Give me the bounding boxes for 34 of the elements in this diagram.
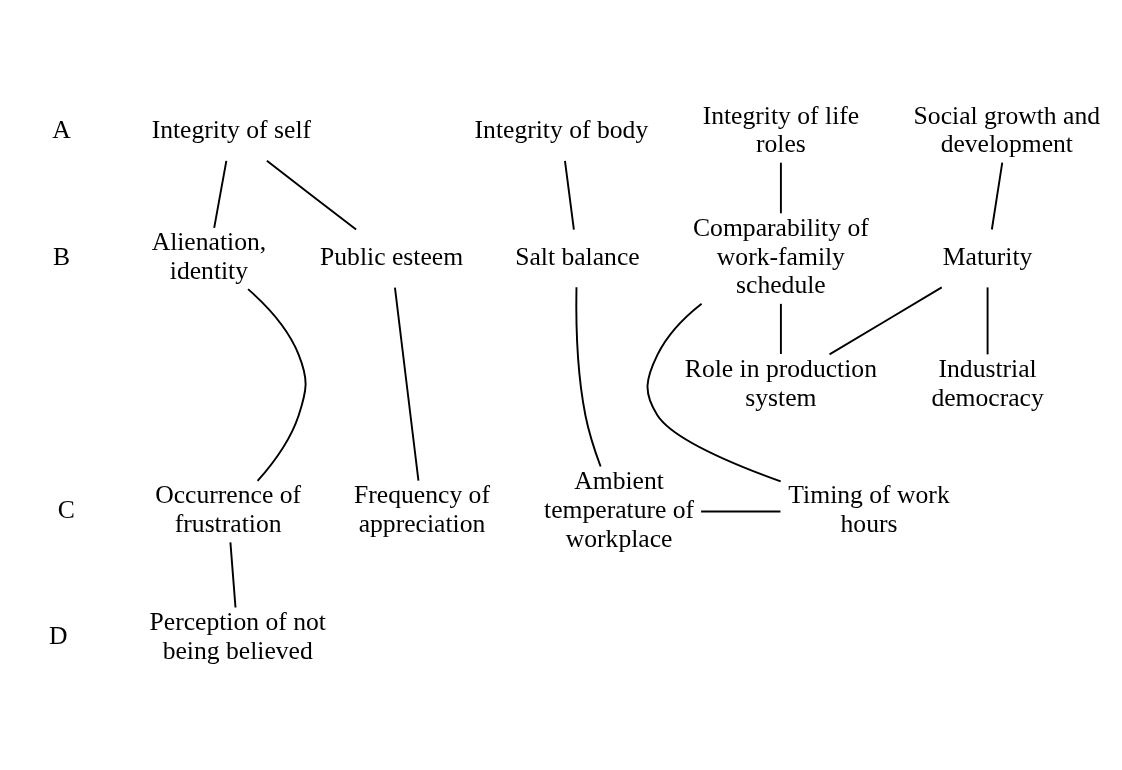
node-text: Social growth and development [913, 100, 1101, 159]
node-text: Salt balance [515, 241, 640, 271]
connector [247, 288, 307, 482]
node-text: Public esteem [320, 241, 464, 271]
node-text: Timing of work hours [788, 480, 950, 539]
connector [229, 541, 237, 609]
node-text: Ambient temperature of workplace [544, 465, 695, 553]
connector [990, 161, 1004, 231]
label: C [57, 494, 75, 524]
node-text: Integrity of self [151, 114, 312, 144]
connector [646, 302, 782, 483]
connector [700, 510, 782, 513]
node-text: Maturity [942, 241, 1033, 271]
node-text: Frequency of appreciation [354, 480, 490, 539]
connector [394, 286, 420, 482]
connector [986, 286, 989, 356]
node-text: Perception of not being believed [149, 606, 326, 665]
connector [213, 159, 228, 229]
connector [779, 161, 782, 215]
node-text: Occurrence of frustration [155, 480, 302, 539]
node-text: Industrial democracy [931, 353, 1044, 412]
node-text: Integrity of body [474, 114, 649, 144]
node-text: Integrity of life roles [702, 100, 860, 159]
connector [575, 286, 602, 468]
node-text: Comparability of work-family schedule [693, 212, 869, 300]
label: D [49, 621, 68, 651]
node-text: Role in production system [684, 353, 877, 412]
connector [265, 159, 358, 231]
connector [828, 286, 943, 356]
connector [779, 302, 782, 355]
node-text: Alienation, identity [151, 227, 267, 285]
connector [564, 159, 575, 231]
label: A [52, 114, 71, 144]
label: B [52, 241, 71, 271]
